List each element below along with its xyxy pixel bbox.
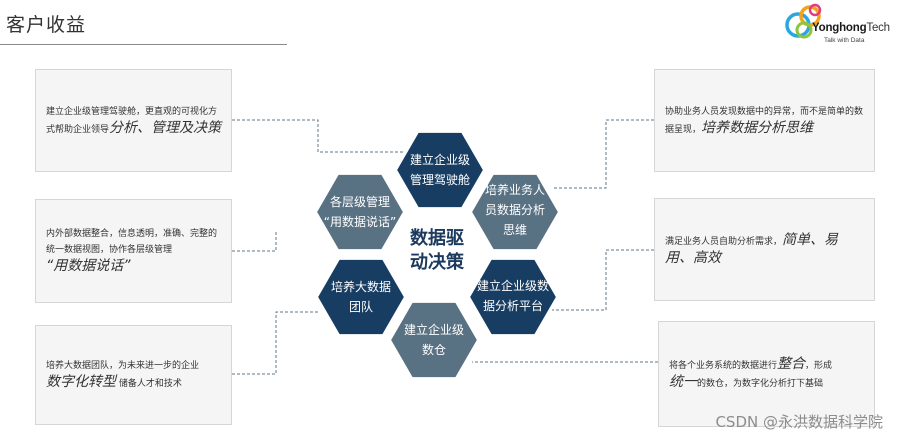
page-title: 客户收益 bbox=[6, 14, 87, 36]
connector-left-top bbox=[232, 119, 405, 153]
hexagon-top bbox=[394, 130, 486, 210]
title-divider bbox=[0, 44, 287, 45]
benefit-card-right-middle: 满足业务人员自助分析需求，简单、易用、高效 bbox=[654, 198, 875, 301]
benefit-card-left-bottom: 培养大数据团队，为未来进一步的企业数字化转型 储备人才和技术 bbox=[35, 325, 232, 425]
logo-rings-icon bbox=[785, 3, 822, 39]
watermark: CSDN @永洪数据科学院 bbox=[715, 413, 883, 431]
hex-label-lower-left: 培养大数据团队 bbox=[330, 280, 392, 314]
connector-right-top bbox=[552, 119, 654, 189]
yonghong-logo: YonghongTech Talk with Data bbox=[782, 0, 897, 48]
hex-label-bottom: 建立企业级数仓 bbox=[403, 323, 465, 357]
benefit-card-right-top: 协助业务人员发现数据中的异常，而不是简单的数据呈现，培养数据分析思维 bbox=[654, 69, 875, 172]
benefit-card-left-middle: 内外部数据整合，信息透明，准确、完整的统一数据视图，协作各层级管理“用数据说话” bbox=[35, 199, 232, 303]
connector-left-bottom bbox=[232, 311, 320, 375]
hexagon-lower-left bbox=[315, 257, 407, 337]
hex-label-lower-right: 建立企业级数据分析平台 bbox=[476, 279, 550, 313]
hex-label-upper-left: 各层级管理“用数据说话” bbox=[323, 195, 397, 229]
logo-tagline: Talk with Data bbox=[824, 37, 865, 44]
benefit-card-left-top: 建立企业级管理驾驶舱，更直观的可视化方式帮助企业领导分析、管理及决策 bbox=[35, 69, 232, 172]
hexagon-upper-right bbox=[469, 172, 561, 252]
hexagon-bottom bbox=[388, 300, 480, 380]
hex-label-top: 建立企业级管理驾驶舱 bbox=[409, 153, 471, 187]
connector-right-middle bbox=[552, 249, 654, 311]
hexagon-ring bbox=[314, 130, 561, 380]
connector-left-middle bbox=[232, 230, 277, 252]
hex-label-upper-right: 培养业务人员数据分析思维 bbox=[484, 183, 546, 237]
logo-wordmark: YonghongTech bbox=[812, 22, 890, 34]
hexagon-lower-right bbox=[467, 257, 559, 337]
benefit-card-right-bottom: 将各个业务系统的数据进行整合，形成统一的数仓，为数字化分析打下基础 bbox=[658, 321, 875, 427]
center-label: 数据驱 动决策 bbox=[410, 228, 464, 273]
hexagon-upper-left bbox=[314, 172, 406, 252]
